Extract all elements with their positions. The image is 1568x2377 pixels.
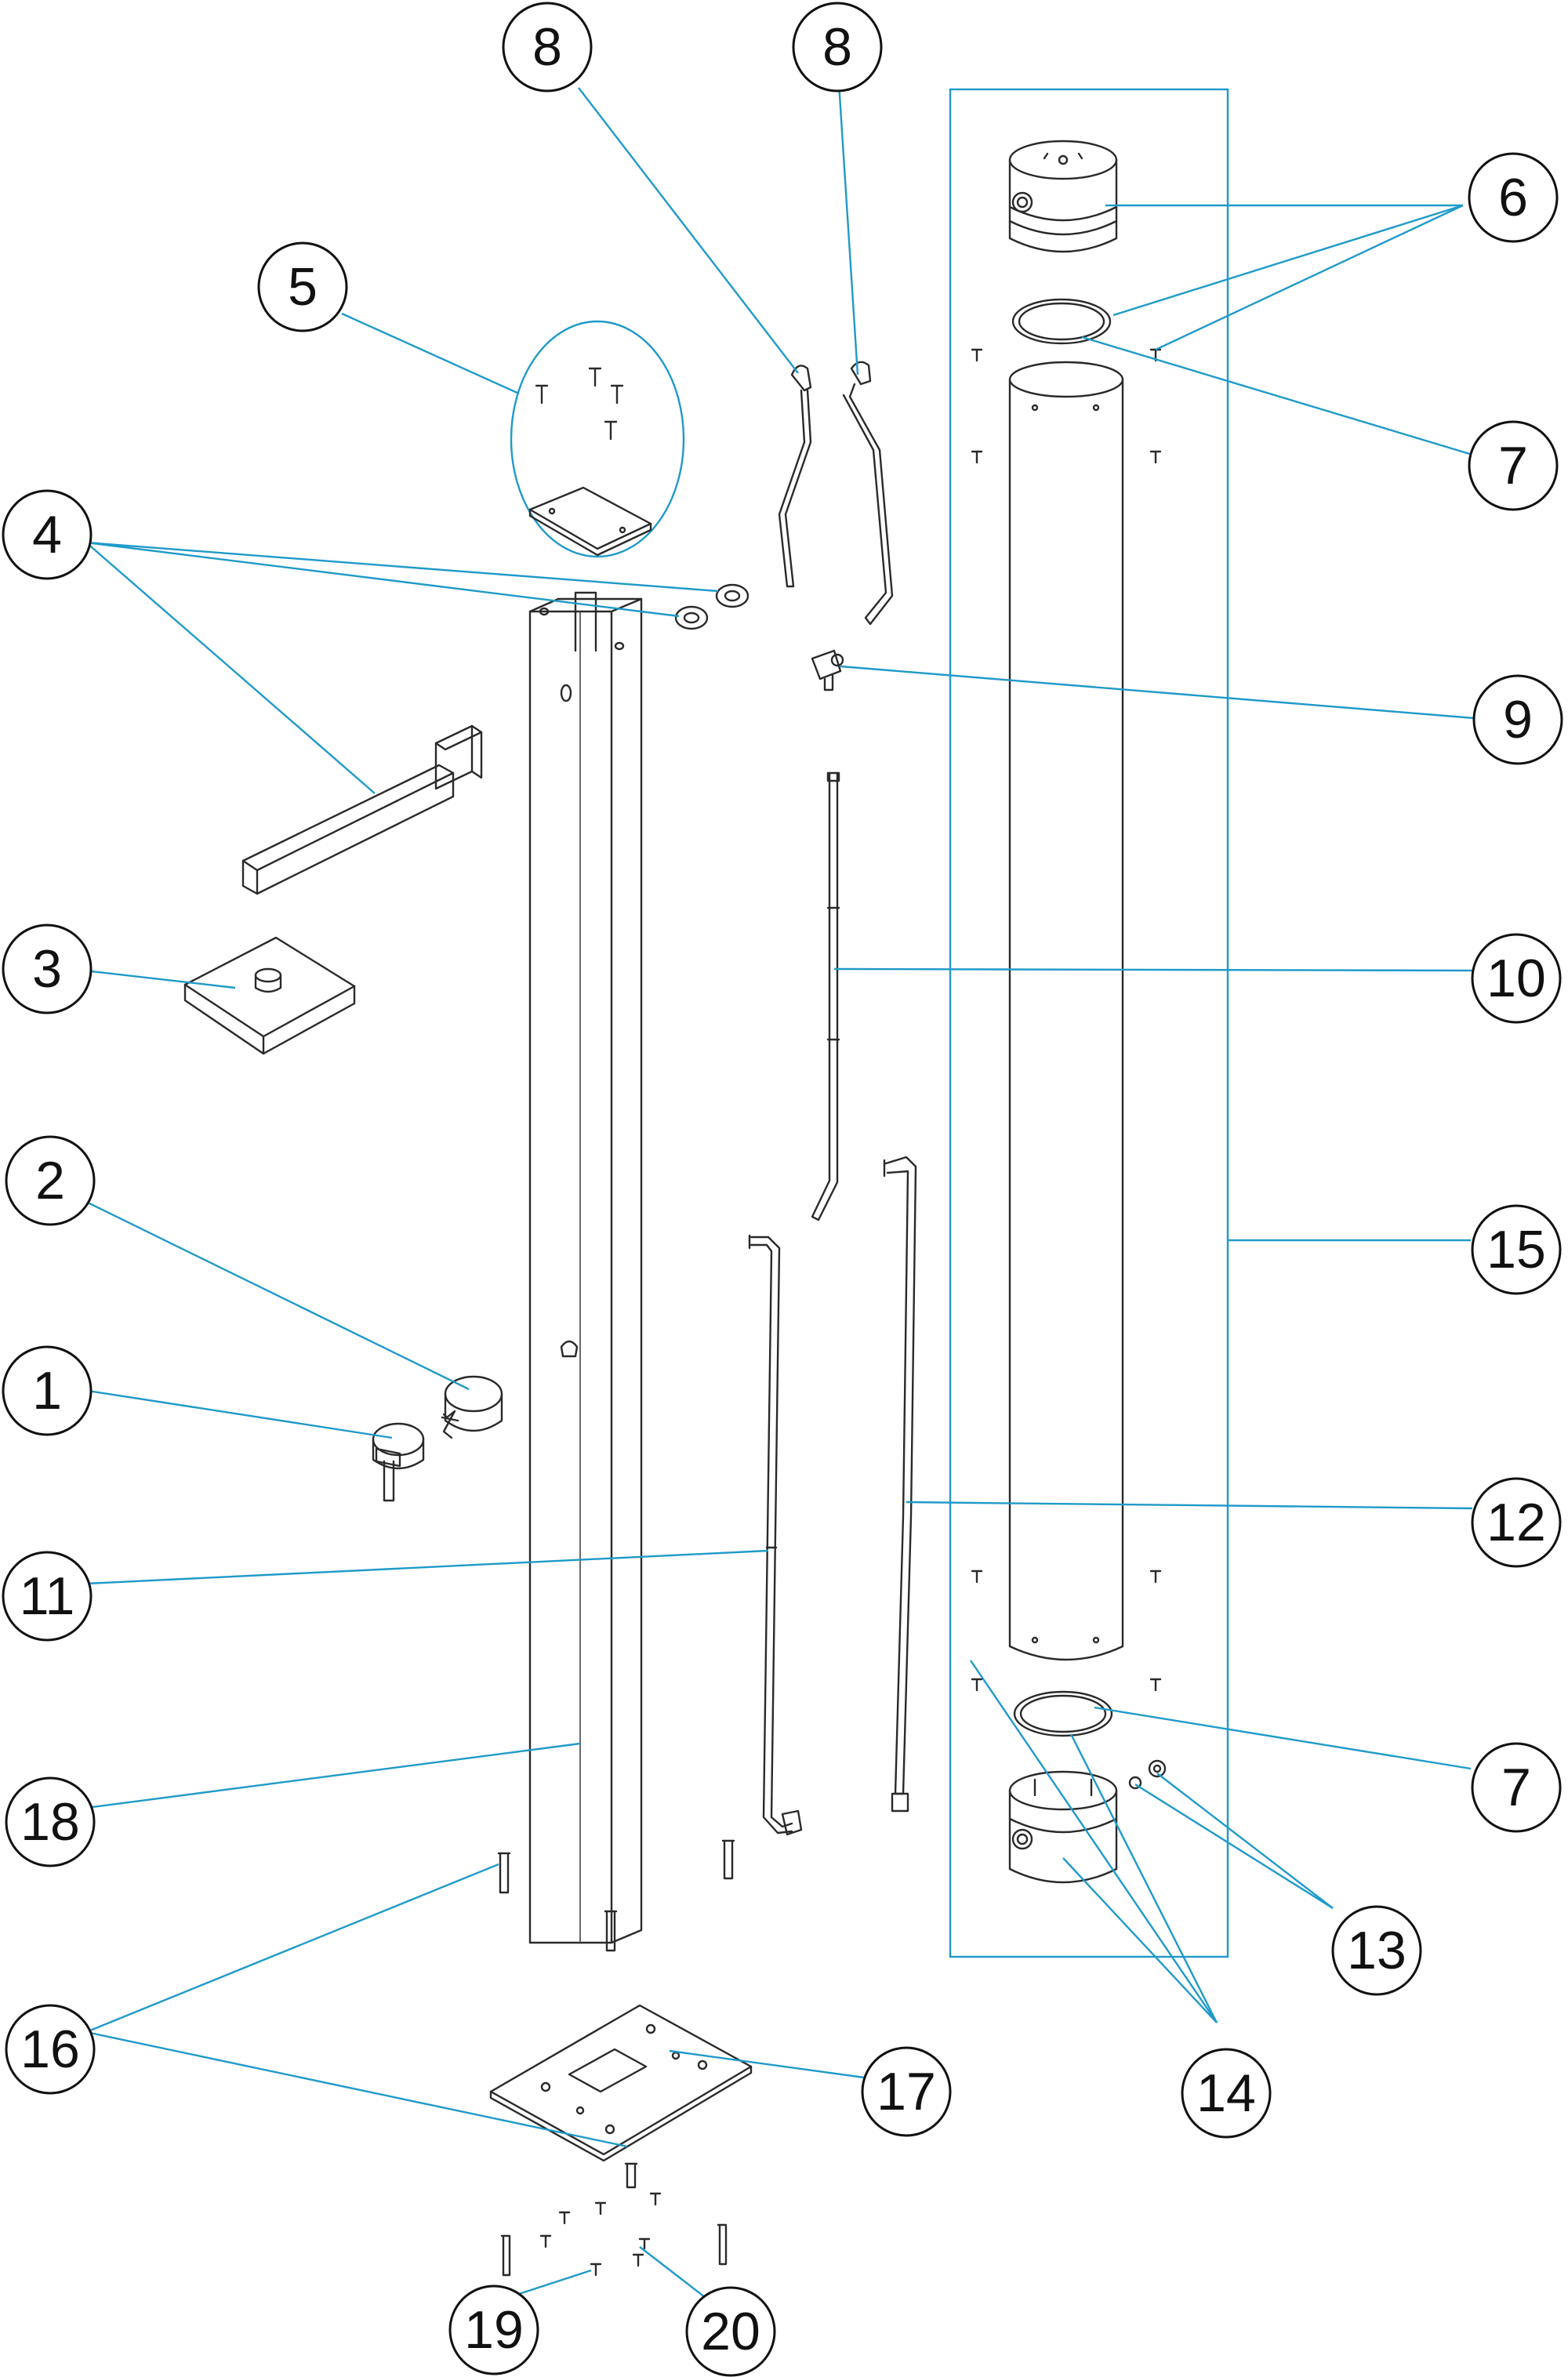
callout-4: 4 xyxy=(2,489,93,580)
callout-20: 20 xyxy=(685,2286,776,2377)
callout-label: 9 xyxy=(1503,690,1533,749)
part-7-o-ring-upper xyxy=(1011,298,1112,345)
part-19-20-anchors xyxy=(500,2192,728,2277)
callout-12: 12 xyxy=(1471,1477,1562,1568)
part-9-tee-fitting xyxy=(811,649,844,691)
part-16-bolts xyxy=(497,1852,638,2189)
callout-label: 7 xyxy=(1498,436,1528,495)
part-4-shower-arm xyxy=(241,724,483,895)
callout-16: 16 xyxy=(5,2004,96,2095)
callout-label: 1 xyxy=(32,1361,62,1421)
callout-label: 20 xyxy=(701,2302,760,2361)
part-17-base-plate xyxy=(489,2004,753,2162)
callout-18: 18 xyxy=(5,1776,96,1867)
callout-13: 13 xyxy=(1331,1905,1422,1996)
callout-label: 11 xyxy=(20,1566,75,1626)
callout-label: 4 xyxy=(32,505,62,564)
part-8-pipe-left xyxy=(778,365,812,588)
callout-label: 6 xyxy=(1498,168,1528,227)
callout-15: 15 xyxy=(1471,1204,1562,1295)
part-8-pipe-right xyxy=(842,361,894,626)
part-5-screws-and-plate xyxy=(510,320,685,558)
callout-19: 19 xyxy=(448,2284,539,2375)
callout-8-left: 8 xyxy=(502,2,593,93)
part-7-o-ring-lower xyxy=(1013,1690,1113,1737)
callout-label: 3 xyxy=(32,939,62,999)
part-bolt xyxy=(721,1839,735,1880)
callout-label: 14 xyxy=(1196,2063,1256,2123)
callout-label: 5 xyxy=(288,257,318,317)
callout-label: 8 xyxy=(822,17,852,77)
callout-3: 3 xyxy=(2,924,93,1014)
callout-label: 13 xyxy=(1347,1921,1406,1980)
callout-label: 10 xyxy=(1486,949,1546,1008)
callout-label: 19 xyxy=(464,2300,524,2360)
part-13-nuts xyxy=(1128,1759,1167,1790)
callout-11: 11 xyxy=(2,1551,93,1642)
callout-1: 1 xyxy=(2,1345,93,1436)
part-fasteners-top xyxy=(971,348,1162,1692)
callout-2: 2 xyxy=(5,1135,96,1226)
part-11-pipe xyxy=(748,1234,803,1836)
callout-label: 17 xyxy=(877,2062,936,2121)
assembly-15-frame xyxy=(949,88,1229,1958)
callout-17: 17 xyxy=(861,2046,952,2137)
part-15-tube xyxy=(1008,361,1124,1661)
part-1-mixer-handle xyxy=(372,1422,425,1502)
part-10-pipe xyxy=(811,771,840,1221)
callout-label: 18 xyxy=(20,1792,80,1852)
callout-7-upper: 7 xyxy=(1468,420,1559,511)
part-6-top-cap xyxy=(1008,140,1118,253)
callout-6: 6 xyxy=(1468,152,1559,243)
leader-lines xyxy=(84,82,1475,2301)
callout-7-lower: 7 xyxy=(1471,1742,1562,1833)
callout-8-right: 8 xyxy=(792,2,883,93)
callout-9: 9 xyxy=(1472,674,1563,765)
callout-label: 7 xyxy=(1501,1758,1531,1817)
part-3-shower-head xyxy=(183,936,356,1055)
callout-label: 8 xyxy=(532,17,562,77)
callout-label: 12 xyxy=(1486,1493,1546,1552)
part-4-washers xyxy=(674,583,750,630)
callout-5: 5 xyxy=(257,241,348,332)
callout-label: 16 xyxy=(20,2020,80,2079)
callout-14: 14 xyxy=(1181,2048,1272,2139)
callout-label: 2 xyxy=(35,1151,65,1210)
callout-10: 10 xyxy=(1471,933,1562,1024)
part-18-column xyxy=(528,591,643,1944)
part-14-bottom-cap xyxy=(1008,1770,1118,1884)
part-2-valve-body xyxy=(441,1375,503,1439)
part-12-pipe xyxy=(883,1156,917,1813)
callout-label: 15 xyxy=(1486,1220,1546,1279)
